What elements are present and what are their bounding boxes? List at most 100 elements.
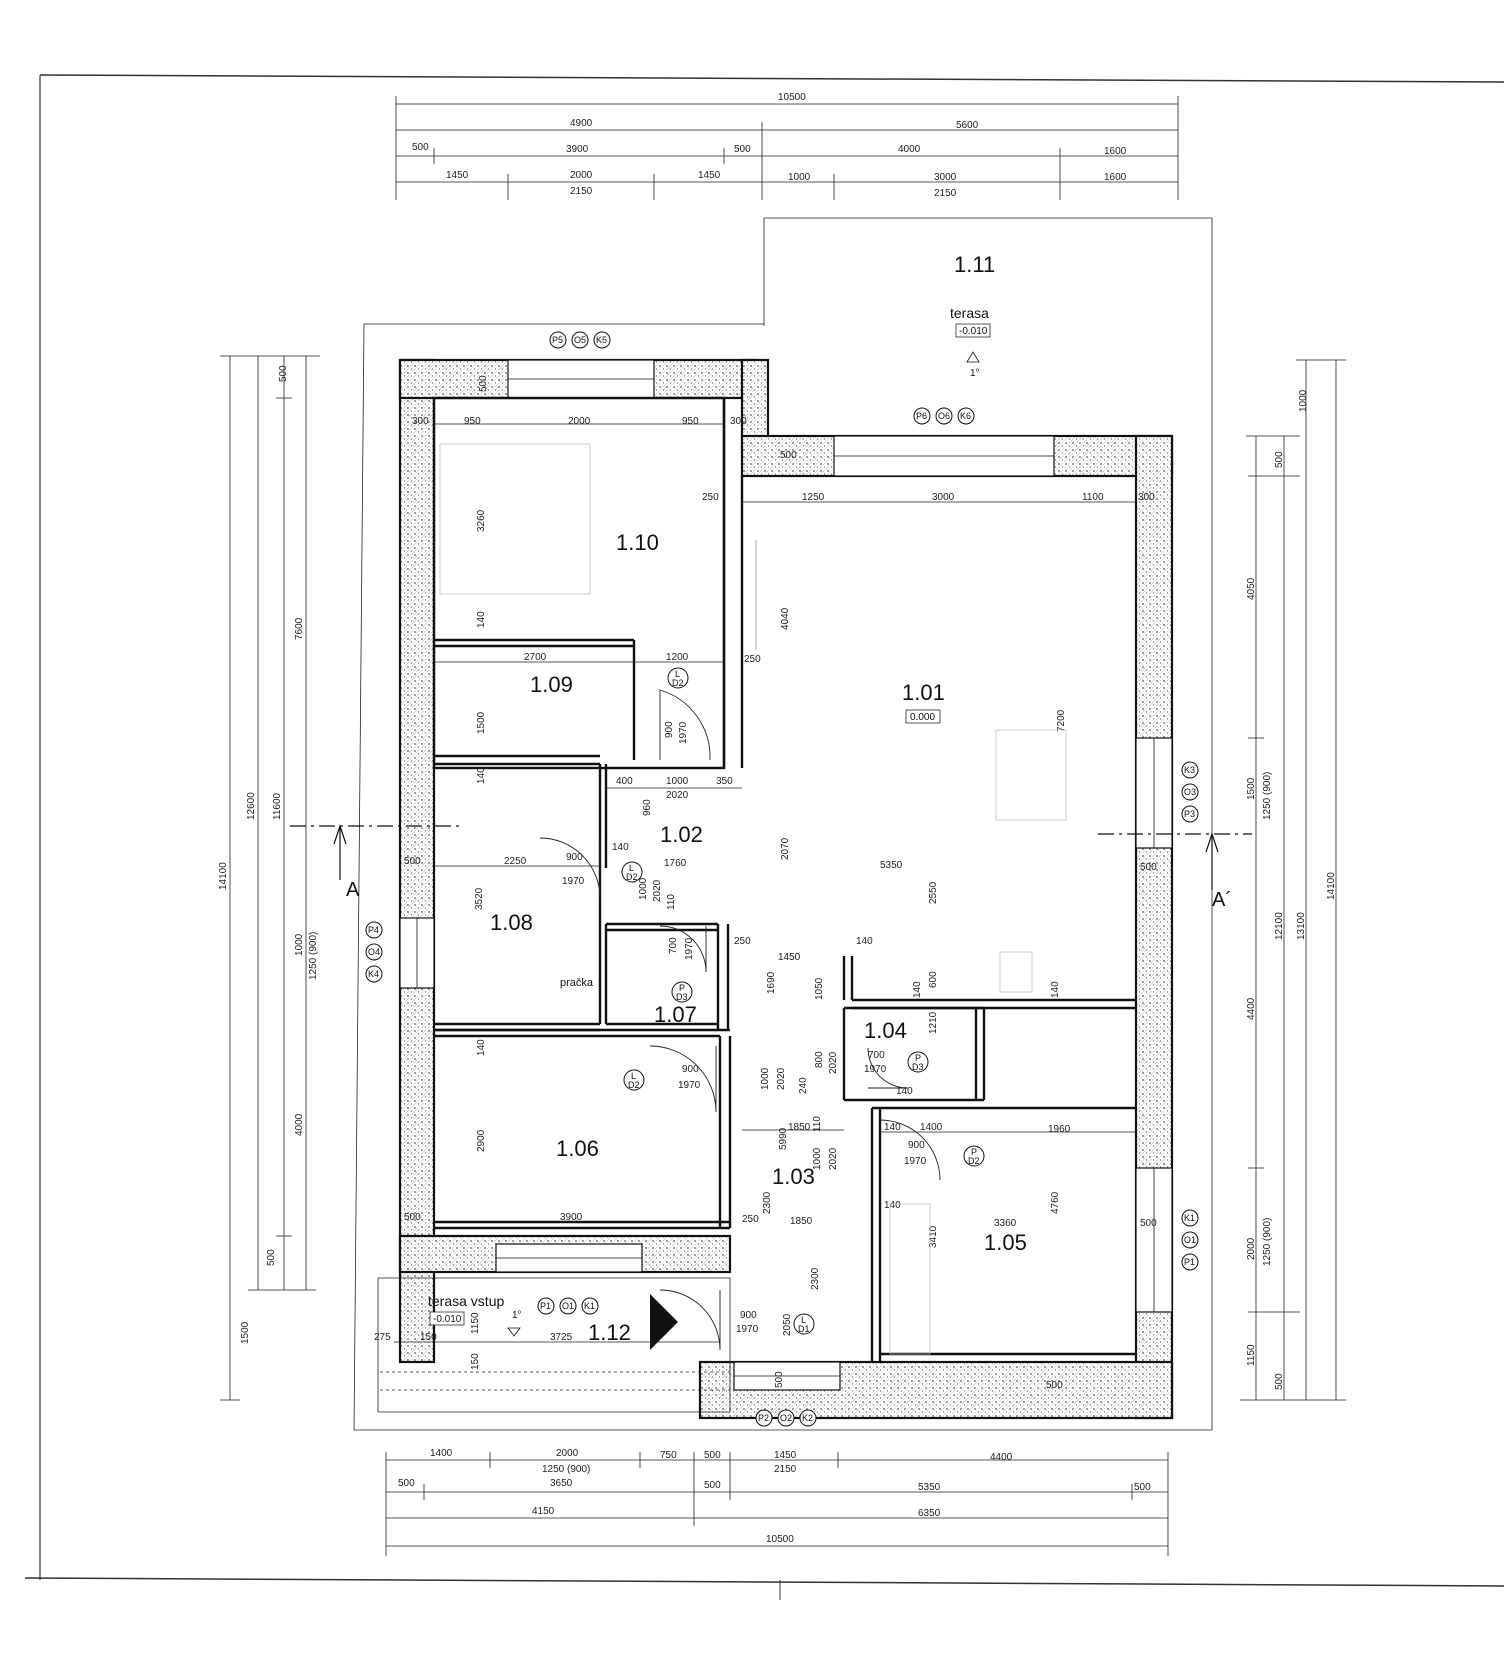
dim-top-left: 4900 [570, 118, 593, 129]
svg-text:2900: 2900 [476, 1129, 487, 1152]
svg-text:2050: 2050 [782, 1313, 793, 1336]
svg-text:1690: 1690 [766, 971, 777, 994]
svg-text:900: 900 [664, 721, 675, 738]
svg-text:500: 500 [478, 375, 489, 392]
svg-text:3410: 3410 [928, 1225, 939, 1248]
svg-text:1850: 1850 [790, 1216, 813, 1227]
svg-text:700: 700 [868, 1050, 885, 1061]
dim-top-r4-b: 2000 [570, 170, 593, 181]
svg-text:2250: 2250 [504, 856, 527, 867]
svg-text:1250: 1250 [802, 492, 825, 503]
svg-text:P6: P6 [916, 411, 927, 421]
svg-text:O2: O2 [780, 1413, 792, 1423]
dim-left-e: 500 [278, 365, 289, 382]
room-labels: 1.11 terasa -0.010 1° 1.10 1.09 1.01 0.0… [428, 252, 1027, 1345]
furniture-hints [439, 443, 1067, 1355]
dim-left-b: 12600 [246, 792, 257, 820]
svg-text:1100: 1100 [1082, 492, 1104, 503]
svg-text:1850: 1850 [788, 1122, 811, 1133]
svg-text:1970: 1970 [562, 876, 585, 887]
svg-text:500: 500 [404, 1212, 421, 1223]
door-tags: LD2 900 1970 LD2 900 1970 LD2 900 1970 P… [562, 667, 985, 1335]
door-tag-7: LD1 900 1970 [736, 1310, 815, 1335]
svg-text:P3: P3 [1184, 809, 1195, 819]
svg-text:P2: P2 [758, 1413, 769, 1423]
svg-text:900: 900 [566, 852, 583, 863]
svg-text:1210: 1210 [928, 1011, 939, 1034]
svg-text:D3: D3 [676, 992, 688, 1002]
svg-text:P1: P1 [1184, 1257, 1195, 1267]
svg-text:140: 140 [476, 767, 487, 784]
door-tag-3: LD2 900 1970 [623, 1064, 701, 1091]
dim-bottom-r2-b: 3650 [550, 1478, 573, 1489]
interior-walls [432, 396, 1136, 1362]
dim-bottom-r3-b: 6350 [918, 1508, 941, 1519]
svg-text:2020: 2020 [828, 1147, 839, 1170]
svg-text:K5: K5 [596, 335, 607, 345]
window-tag-bottom: P2 O2 K2 [755, 1409, 817, 1427]
svg-text:K1: K1 [1184, 1213, 1195, 1223]
svg-text:500: 500 [404, 856, 421, 867]
svg-text:D2: D2 [968, 1156, 980, 1166]
svg-text:500: 500 [1140, 862, 1157, 873]
svg-text:150: 150 [420, 1332, 437, 1343]
dims-bottom: 1400 2000 750 500 1450 4400 1250 (900) 2… [385, 1448, 1169, 1556]
dim-right-k: 2000 [1246, 1237, 1257, 1260]
svg-text:700: 700 [668, 937, 679, 954]
dim-bottom-r1-d: 500 [704, 1450, 721, 1461]
svg-text:500: 500 [1140, 1218, 1157, 1229]
svg-text:O4: O4 [368, 947, 380, 957]
svg-text:O1: O1 [562, 1301, 574, 1311]
svg-text:300: 300 [412, 416, 429, 427]
room-1-05: 1.05 [984, 1230, 1027, 1255]
svg-text:140: 140 [884, 1122, 901, 1133]
dim-left-i: 500 [266, 1249, 277, 1266]
room-1-08: 1.08 [490, 910, 533, 935]
dim-left-f: 4000 [294, 1113, 305, 1136]
svg-text:1760: 1760 [664, 858, 687, 869]
svg-text:K2: K2 [802, 1413, 813, 1423]
svg-text:1970: 1970 [904, 1156, 927, 1167]
dim-bottom-r2-e: 500 [1134, 1482, 1151, 1493]
page-frame [24, 74, 1504, 1600]
svg-text:500: 500 [780, 450, 797, 461]
room-1-11-level: -0.010 [959, 326, 988, 337]
svg-text:140: 140 [896, 1086, 913, 1097]
dim-bottom-r1-e: 1450 [774, 1450, 797, 1461]
window-tags: P5 O5 K5 P6 O6 K6 K3 O3 P3 P4 O4 K4 K1 O… [365, 331, 1199, 1427]
svg-text:4040: 4040 [780, 607, 791, 630]
dim-right-l: 1250 (900) [1262, 1218, 1273, 1266]
svg-text:2550: 2550 [928, 881, 939, 904]
door-swings [539, 689, 941, 1351]
svg-text:400: 400 [616, 776, 633, 787]
svg-text:3000: 3000 [932, 492, 955, 503]
entrance-arrow-icon [650, 1294, 678, 1350]
svg-text:P: P [971, 1147, 977, 1157]
window-tag-right-low: K1 O1 P1 [1181, 1209, 1199, 1271]
svg-text:110: 110 [666, 894, 677, 910]
slope-triangle-icon [507, 1327, 521, 1337]
room-1-09: 1.09 [530, 672, 573, 697]
svg-text:2020: 2020 [776, 1067, 787, 1090]
window-tag-right-mid: K3 O3 P3 [1181, 761, 1199, 823]
svg-text:D2: D2 [626, 872, 638, 882]
dim-right-b: 500 [1274, 451, 1285, 468]
svg-text:O1: O1 [1184, 1235, 1196, 1245]
svg-text:140: 140 [912, 981, 923, 998]
svg-text:P4: P4 [368, 925, 379, 935]
svg-text:O5: O5 [574, 335, 586, 345]
dim-left-a: 14100 [218, 862, 229, 890]
dims-right: 1000 500 4050 7200 1500 1250 (900) 12100… [1056, 359, 1346, 1401]
dim-bottom-r1-c: 750 [660, 1450, 677, 1461]
room-1-02: 1.02 [660, 822, 703, 847]
svg-text:O3: O3 [1184, 787, 1196, 797]
dim-top-r4-a: 1450 [446, 170, 469, 181]
room-1-11-slope: 1° [970, 368, 980, 379]
svg-text:K3: K3 [1184, 765, 1195, 775]
svg-text:3900: 3900 [560, 1212, 583, 1223]
room-1-03: 1.03 [772, 1164, 815, 1189]
dim-top-r4-e: 3000 [934, 172, 957, 183]
svg-text:950: 950 [464, 416, 481, 427]
room-1-12-slope: 1° [512, 1310, 522, 1321]
svg-text:900: 900 [682, 1064, 699, 1075]
